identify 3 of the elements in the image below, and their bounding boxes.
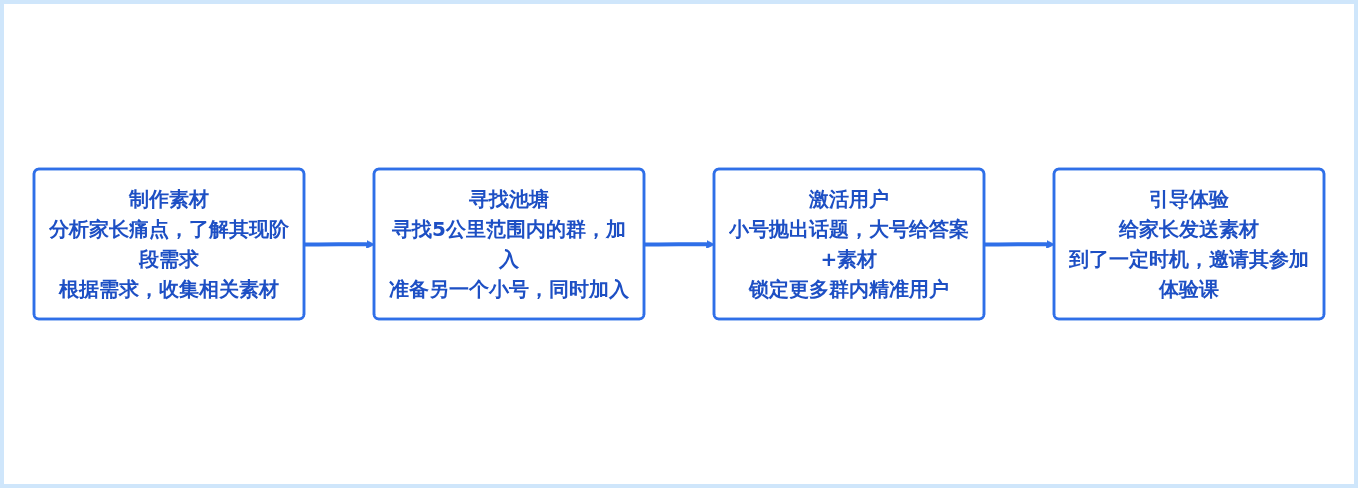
arrow [304, 240, 375, 249]
arrow [644, 240, 715, 249]
arrow [984, 240, 1055, 249]
